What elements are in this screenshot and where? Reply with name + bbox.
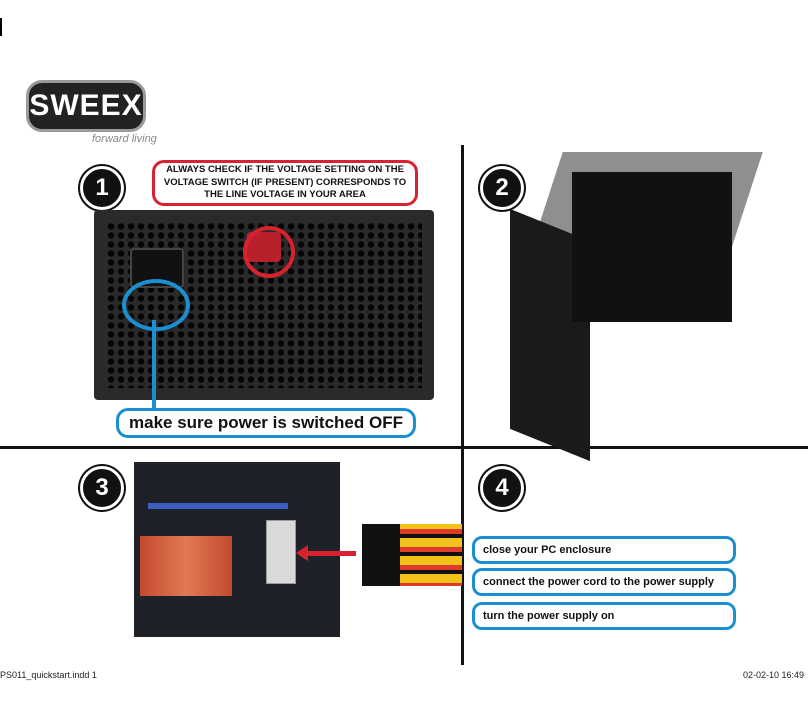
step-1-badge: 1: [80, 166, 124, 210]
step-2-badge: 2: [480, 166, 524, 210]
step-3-badge: 3: [80, 466, 124, 510]
panel-divider-horizontal: [0, 446, 808, 449]
atx-connector: [362, 524, 400, 586]
brand-logo: SWEEX: [26, 80, 146, 132]
power-switch-highlight: [122, 279, 190, 331]
voltage-warning-callout: ALWAYS CHECK IF THE VOLTAGE SETTING ON T…: [152, 160, 418, 206]
pcie-slot: [148, 503, 288, 509]
power-supply-unit-illustration: [572, 172, 732, 322]
brand-tagline: forward living: [92, 133, 157, 145]
arrow-icon: [296, 545, 308, 561]
action-connect-cord: connect the power cord to the power supp…: [472, 568, 736, 596]
panel-divider-vertical: [461, 145, 464, 665]
power-off-callout: make sure power is switched OFF: [116, 408, 416, 438]
heatsink: [140, 536, 232, 596]
step-4-badge: 4: [480, 466, 524, 510]
voltage-switch-highlight: [243, 226, 295, 278]
crop-mark: [0, 18, 2, 36]
footer-filename: PS011_quickstart.indd 1: [0, 670, 97, 680]
power-cable-wires: [400, 524, 462, 586]
footer-datetime: 02-02-10 16:49: [742, 670, 804, 680]
atx-power-socket: [266, 520, 296, 584]
callout-connector: [152, 320, 156, 410]
action-turn-on: turn the power supply on: [472, 602, 736, 630]
arrow-shaft: [306, 551, 356, 556]
action-close-enclosure: close your PC enclosure: [472, 536, 736, 564]
